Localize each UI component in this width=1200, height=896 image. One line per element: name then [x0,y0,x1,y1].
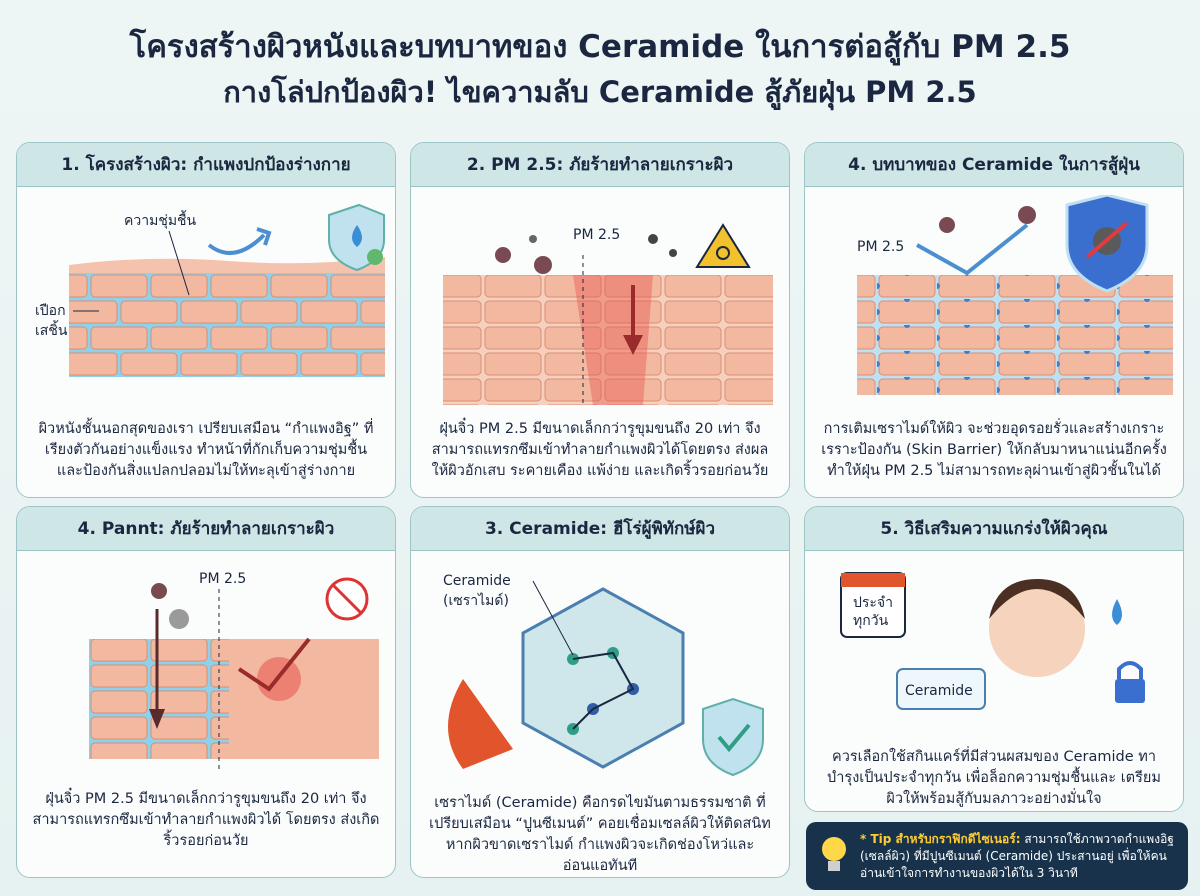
skincare-illustration: ประจำ ทุกวัน Ceramide [840,572,1145,710]
svg-text:ทุกวัน: ทุกวัน [853,613,889,629]
card-description: ควรเลือกใช้สกินแคร์ที่มีส่วนผสมของ Ceram… [827,749,1161,807]
card-pm25-threat: 2. PM 2.5: ภัยร้ายทำลายเกราะผิว PM 2.5 ฝ… [410,142,790,498]
tip-lead: * Tip สำหรับกราฟิกดีไซเนอร์: [860,831,1021,846]
damaged-wall-illustration: PM 2.5 [443,223,773,405]
designer-tip-box: * Tip สำหรับกราฟิกดีไซเนอร์: สามารถใช้ภา… [806,822,1188,890]
card-description: ฝุ่นจิ๋ว PM 2.5 มีขนาดเล็กกว่ารูขุมขนถึง… [431,421,769,479]
virus-icon [151,583,167,599]
pm-label: PM 2.5 [573,227,620,243]
card-heading: 3. Ceramide: ฮีโร่ผู้พิทักษ์ผิว [411,507,789,551]
title-line-1: โครงสร้างผิวหนังและบทบาทของ Ceramide ในก… [129,29,1071,65]
card-skin-structure: 1. โครงสร้างผิว: กำแพงปกป้องร่างกาย ความ… [16,142,396,498]
shield-check-icon [702,697,764,777]
ceramide-jar [896,668,986,710]
virus-icon [1018,206,1036,224]
ceramide-label: Ceramide [443,573,511,589]
pm-label: PM 2.5 [199,571,246,587]
card-description: เซราไมด์ (Ceramide) คือกรดไขมันตามธรรมชา… [429,795,771,874]
water-drop-icon [1112,599,1122,625]
card-ceramide-role: 4. บทบาทของ Ceramide ในการสู้ฝุ่น PM 2.5… [804,142,1184,498]
lock-icon [1115,679,1145,703]
damaged-wall-illustration: PM 2.5 [89,571,379,769]
card-heading: 4. บทบาทของ Ceramide ในการสู้ฝุ่น [805,143,1183,187]
ceramide-molecule-illustration: Ceramide (เซราไมด์) [443,573,764,777]
lightbulb-icon [822,837,846,871]
pm-label: PM 2.5 [857,239,904,255]
svg-text:Ceramide: Ceramide [905,683,973,699]
card-heading: 5. วิธีเสริมความแกร่งให้ผิวคุณ [805,507,1183,551]
brick-wall-illustration: ความชุ่มชื้น เปือก เสชิ้น [35,203,385,377]
ceramide-barrier-illustration: PM 2.5 [857,195,1173,395]
card-description: การเติมเซราไมด์ให้ผิว จะช่วยอุดรอยรั่วแล… [821,421,1167,479]
virus-icon [534,256,552,274]
moisture-label: ความชุ่มชื้น [124,210,197,229]
cell-wall-label-2: เสชิ้น [35,320,68,339]
cell-wall-label: เปือก [35,303,66,319]
card-strengthen-skin: 5. วิธีเสริมความแกร่งให้ผิวคุณ ประจำ ทุก… [804,506,1184,812]
svg-text:ประจำ: ประจำ [853,595,893,611]
card-heading: 1. โครงสร้างผิว: กำแพงปกป้องร่างกาย [17,143,395,187]
title-line-2: กางโล่ปกป้องผิว! ไขความลับ Ceramide สู้ภ… [223,75,977,109]
virus-icon [939,217,955,233]
card-pannt-threat: 4. Pannt: ภัยร้ายทำลายเกราะผิว PM 2.5 ฝุ… [16,506,396,878]
virus-icon [495,247,511,263]
card-heading: 4. Pannt: ภัยร้ายทำลายเกราะผิว [17,507,395,551]
tip-text: สามารถใช้ภาพวาดกำแพงอิฐ (เซลล์ผิว) ที่มี… [860,831,1174,880]
card-description: ผิวหนังชั้นนอกสุดของเรา เปรียบเสมือน “กำ… [38,421,374,479]
card-heading: 2. PM 2.5: ภัยร้ายทำลายเกราะผิว [411,143,789,187]
card-description: ฝุ่นจิ๋ว PM 2.5 มีขนาดเล็กกว่ารูขุมขนถึง… [32,791,380,849]
page-title: โครงสร้างผิวหนังและบทบาทของ Ceramide ในก… [0,24,1200,114]
ceramide-thai-label: (เซราไมด์) [443,592,509,609]
card-ceramide-hero: 3. Ceramide: ฮีโร่ผู้พิทักษ์ผิว Ceramide… [410,506,790,878]
